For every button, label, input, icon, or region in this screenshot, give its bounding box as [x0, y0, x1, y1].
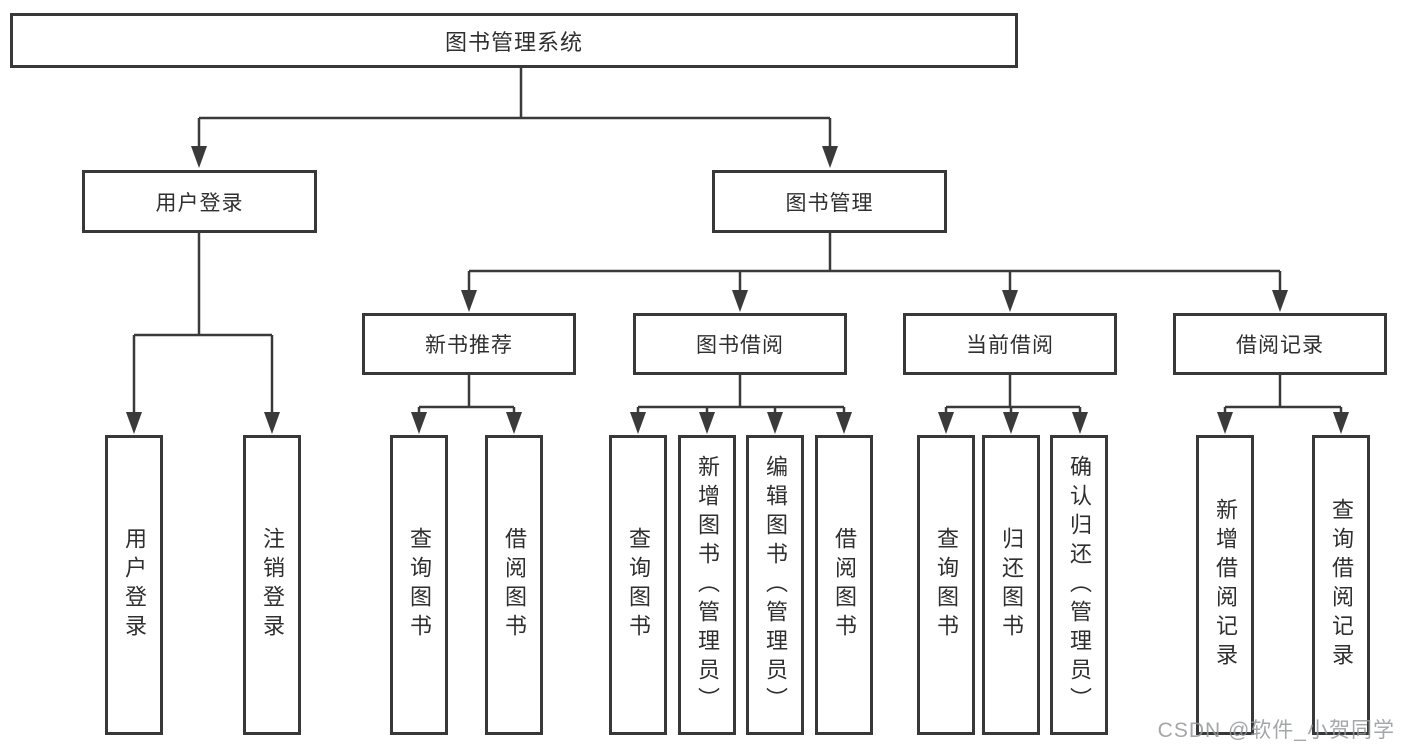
leaf-query-books-1: 查询图书 [390, 435, 448, 735]
leaf-borrow-books-2: 借阅图书 [815, 435, 873, 735]
node-system-title: 图书管理系统 [10, 13, 1018, 68]
node-book-borrow: 图书借阅 [633, 313, 847, 375]
leaf-edit-book-admin: 编辑图书（管理员） [746, 435, 804, 735]
leaf-query-books-2: 查询图书 [609, 435, 667, 735]
leaf-logout: 注销登录 [243, 435, 301, 735]
node-new-book-recommend: 新书推荐 [362, 313, 576, 375]
leaf-confirm-return-admin: 确认归还（管理员） [1050, 435, 1108, 735]
leaf-add-borrow-record: 新增借阅记录 [1196, 435, 1254, 735]
node-borrow-record: 借阅记录 [1173, 313, 1387, 375]
arrowheads [126, 146, 1349, 434]
leaf-query-borrow-record: 查询借阅记录 [1312, 435, 1370, 735]
node-user-login: 用户登录 [82, 170, 317, 233]
leaf-return-book: 归还图书 [982, 435, 1040, 735]
leaf-query-books-3: 查询图书 [917, 435, 975, 735]
node-book-management: 图书管理 [712, 170, 947, 233]
csdn-watermark: CSDN @软件_小贺同学 [1157, 719, 1395, 742]
leaf-borrow-books-1: 借阅图书 [485, 435, 543, 735]
leaf-user-login: 用户登录 [105, 435, 163, 735]
node-current-borrow: 当前借阅 [903, 313, 1117, 375]
leaf-add-book-admin: 新增图书（管理员） [678, 435, 736, 735]
